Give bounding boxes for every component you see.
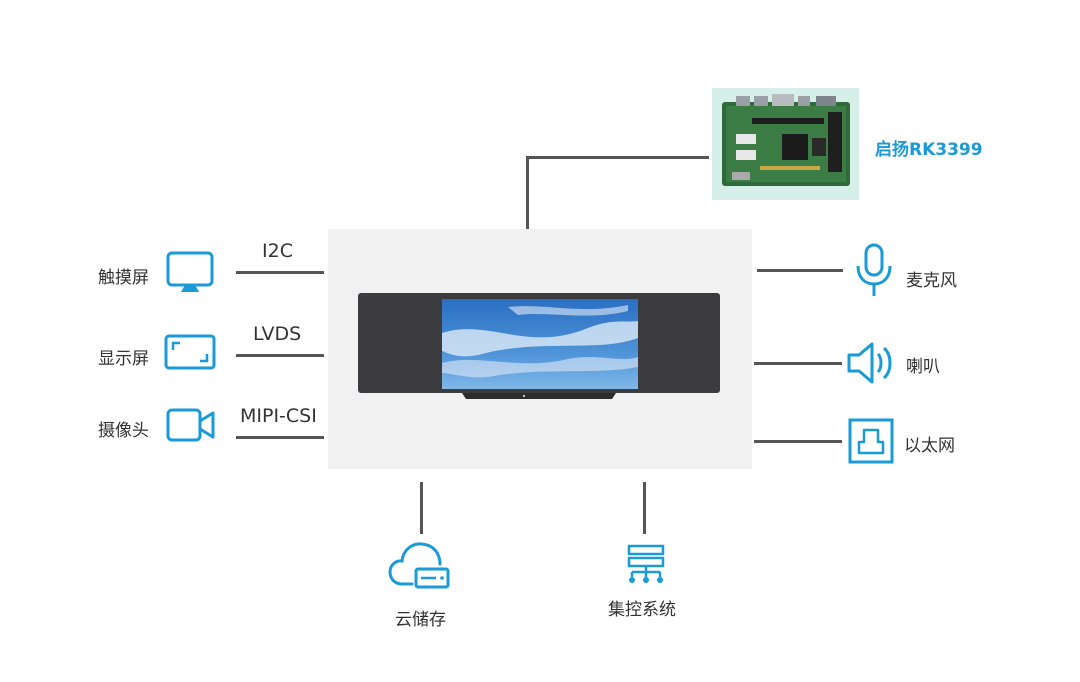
speaker-icon [846,340,896,386]
connector-i2c [236,271,324,274]
i2c-label: I2C [262,240,293,262]
board-label: 启扬RK3399 [875,140,983,160]
ethernet-label: 以太网 [904,436,955,456]
connector-central-control [643,482,646,534]
display-frame-icon [164,334,216,370]
lvds-label: LVDS [253,323,302,345]
connector-mipi [236,436,324,439]
monitor-icon [165,250,215,296]
ethernet-port-icon [848,418,894,464]
display-label: 显示屏 [98,349,149,369]
touchscreen-label: 触摸屏 [98,268,149,288]
rk3399-board-image [712,88,859,200]
smart-board-image [358,293,720,399]
connector-microphone [757,269,843,272]
camera-icon [166,408,216,442]
connector-speaker [754,362,842,365]
connector-board-h [526,156,709,159]
microphone-label: 麦克风 [906,271,957,291]
central-control-label: 集控系统 [608,600,676,620]
speaker-label: 喇叭 [906,357,940,377]
camera-label: 摄像头 [98,421,149,441]
connector-board-v [526,156,529,229]
microphone-icon [854,242,894,298]
network-hierarchy-icon [625,543,667,585]
cloud-storage-label: 云储存 [395,610,446,630]
connector-lvds [236,354,324,357]
mipi-csi-label: MIPI-CSI [240,405,317,427]
connector-cloud-storage [420,482,423,534]
cloud-storage-icon [388,538,452,592]
connector-ethernet [754,440,842,443]
